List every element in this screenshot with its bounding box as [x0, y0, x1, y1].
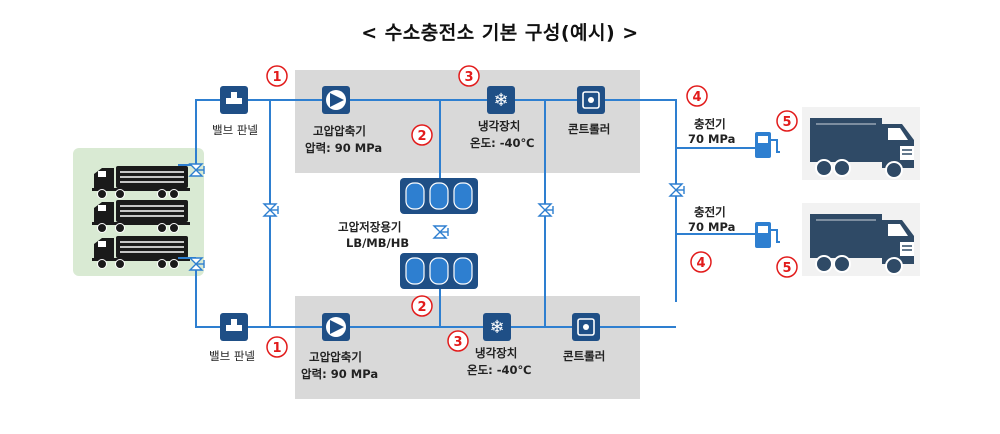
svg-text:1: 1: [272, 70, 281, 85]
svg-text:❄: ❄: [493, 90, 508, 111]
svg-text:❄: ❄: [489, 317, 504, 338]
valve-icon: [433, 225, 449, 239]
marker-5-bottom: 5: [776, 256, 798, 278]
marker-2-top: 2: [411, 124, 433, 146]
dispenser-top-label: 충전기: [694, 117, 726, 131]
valve-icon: [263, 203, 279, 217]
marker-4-top: 4: [686, 85, 708, 107]
cooler-top-label: 냉각장치: [478, 119, 520, 133]
controller-top-label: 콘트롤러: [568, 122, 610, 136]
valve-icon: [538, 203, 554, 217]
valve-panel-top-icon: [220, 86, 248, 114]
svg-text:4: 4: [692, 90, 701, 105]
compressor-bottom-icon: [322, 313, 350, 341]
storage-grades: LB/MB/HB: [346, 236, 409, 250]
compressor-bottom-label: 고압압축기: [309, 350, 362, 364]
svg-text:4: 4: [696, 256, 705, 271]
dispenser-top-pressure: 70 MPa: [688, 132, 735, 146]
marker-1-bottom: 1: [266, 336, 288, 358]
cooler-top-temp: 온도: -40℃: [470, 136, 535, 150]
controller-bottom-label: 콘트롤러: [563, 349, 605, 363]
marker-1-top: 1: [266, 65, 288, 87]
dispenser-bottom-pressure: 70 MPa: [688, 220, 735, 234]
svg-text:2: 2: [417, 300, 426, 315]
storage-vessel-bottom-icon: [400, 253, 478, 289]
compressor-bottom-pressure: 압력: 90 MPa: [301, 367, 378, 381]
cooler-bottom-icon: ❄: [483, 313, 511, 341]
marker-5-top: 5: [776, 110, 798, 132]
marker-2-bottom: 2: [411, 295, 433, 317]
svg-text:5: 5: [782, 261, 791, 276]
valve-icon: [669, 183, 685, 197]
storage-vessel-top-icon: [400, 178, 478, 214]
cooler-bottom-temp: 온도: -40℃: [467, 363, 532, 377]
svg-text:1: 1: [272, 341, 281, 356]
controller-bottom-icon: [572, 313, 600, 341]
controller-top-icon: [577, 86, 605, 114]
lower-equipment-panel: [295, 296, 640, 399]
svg-text:5: 5: [782, 115, 791, 130]
valve-panel-bottom-icon: [220, 313, 248, 341]
svg-text:2: 2: [417, 129, 426, 144]
valve-panel-top-label: 밸브 판넬: [212, 123, 258, 137]
cooler-top-icon: ❄: [487, 86, 515, 114]
fuel-pump-bottom-icon: [755, 222, 780, 248]
dispenser-bottom-label: 충전기: [694, 205, 726, 219]
diagram-title: < 수소충전소 기본 구성(예시) >: [361, 22, 639, 44]
compressor-top-label: 고압압축기: [313, 124, 366, 138]
marker-3-bottom: 3: [447, 330, 469, 352]
marker-3-top: 3: [458, 65, 480, 87]
cooler-bottom-label: 냉각장치: [475, 346, 517, 360]
storage-label: 고압저장용기: [338, 220, 401, 234]
fuel-pump-top-icon: [755, 132, 780, 158]
compressor-top-icon: [322, 86, 350, 114]
svg-text:3: 3: [453, 335, 462, 350]
svg-text:3: 3: [464, 70, 473, 85]
valve-panel-bottom-label: 밸브 판넬: [209, 349, 255, 363]
compressor-top-pressure: 압력: 90 MPa: [305, 141, 382, 155]
marker-4-bottom: 4: [690, 251, 712, 273]
